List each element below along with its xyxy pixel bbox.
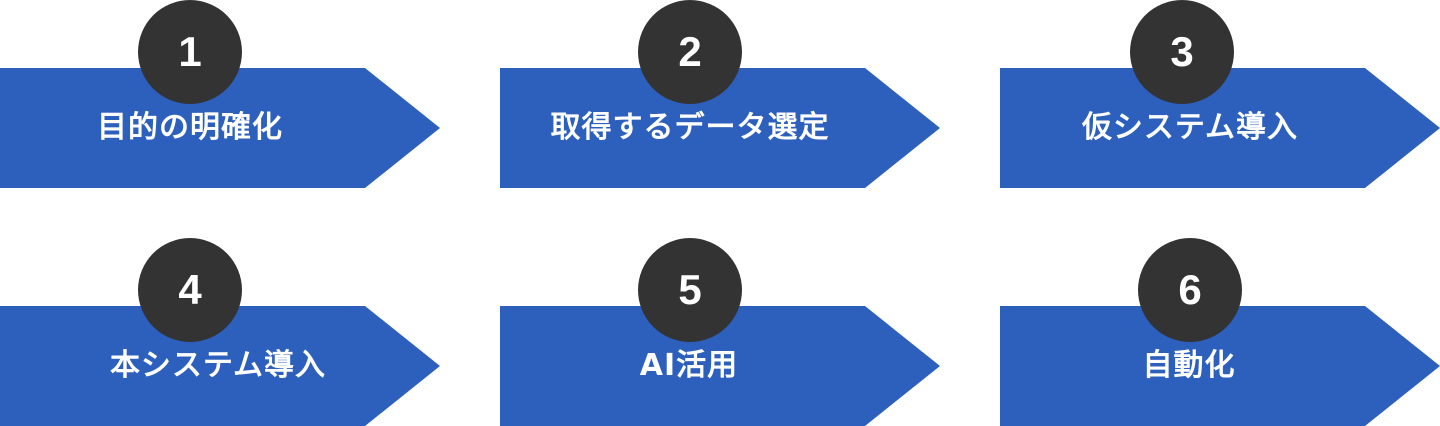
step-1-number-badge: 1	[138, 0, 242, 104]
arrow-shape	[1000, 68, 1440, 188]
step-6-label: 自動化	[1142, 348, 1236, 383]
step-4-number-badge: 4	[138, 238, 242, 342]
step-3-number-badge: 3	[1130, 0, 1234, 104]
step-6-arrow: 自動化	[1000, 306, 1440, 426]
step-4-arrow: 本システム導入	[0, 306, 440, 426]
step-1: 目的の明確化 1	[0, 0, 440, 188]
step-6: 自動化 6	[1000, 238, 1440, 426]
step-3-arrow: 仮システム導入	[1000, 68, 1440, 188]
step-3-label: 仮システム導入	[1081, 110, 1299, 145]
arrow-shape	[1000, 306, 1440, 426]
step-2-number-badge: 2	[638, 0, 742, 104]
arrow-shape	[500, 68, 940, 188]
step-1-label: 目的の明確化	[97, 110, 283, 145]
step-6-number-badge: 6	[1138, 238, 1242, 342]
arrow-shape	[0, 68, 440, 188]
step-5-arrow: AI活用	[500, 306, 940, 426]
arrow-shape	[500, 306, 940, 426]
step-5-label: AI活用	[639, 348, 739, 383]
arrow-shape	[0, 306, 440, 426]
step-5: AI活用 5	[500, 238, 940, 426]
step-2-label: 取得するデータ選定	[550, 110, 830, 145]
step-4-label: 本システム導入	[109, 348, 327, 383]
step-2-arrow: 取得するデータ選定	[500, 68, 940, 188]
step-3: 仮システム導入 3	[1000, 0, 1440, 188]
step-5-number-badge: 5	[638, 238, 742, 342]
step-4: 本システム導入 4	[0, 238, 440, 426]
step-2: 取得するデータ選定 2	[500, 0, 940, 188]
step-1-arrow: 目的の明確化	[0, 68, 440, 188]
